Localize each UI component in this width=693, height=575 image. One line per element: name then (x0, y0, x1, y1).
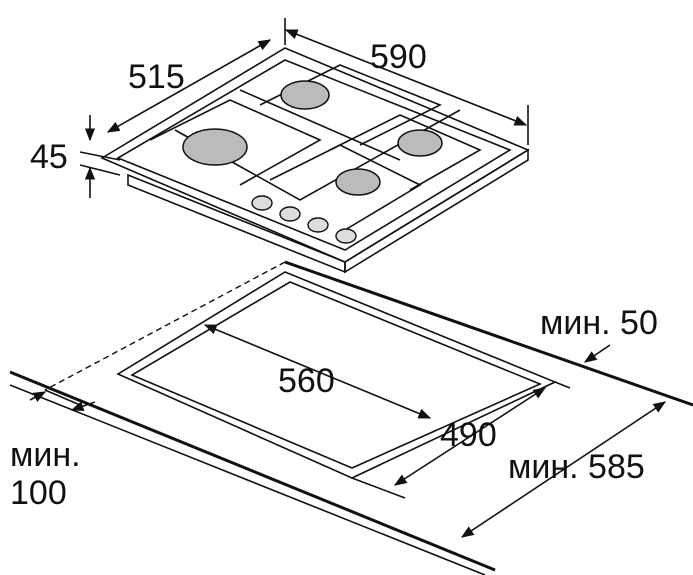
knob (335, 228, 357, 244)
knob (279, 206, 301, 222)
burner-right (397, 129, 443, 157)
countertop (9, 260, 693, 575)
knob (307, 217, 329, 233)
label-min-back: мин. 50 (540, 304, 658, 342)
label-hob-height: 45 (30, 138, 68, 176)
label-min-side-1: мин. (10, 436, 81, 474)
burner-back (280, 80, 330, 110)
label-min-side-2: 100 (10, 474, 67, 512)
label-cutout-width: 560 (278, 362, 335, 400)
label-min-depth: мин. 585 (508, 448, 645, 486)
label-hob-width: 590 (370, 38, 427, 76)
dimension-lines (29, 18, 667, 538)
knob (251, 195, 273, 211)
burner-front (335, 168, 381, 196)
label-cutout-depth: 490 (440, 416, 497, 454)
burner-left (182, 128, 248, 166)
label-hob-depth: 515 (128, 58, 185, 96)
